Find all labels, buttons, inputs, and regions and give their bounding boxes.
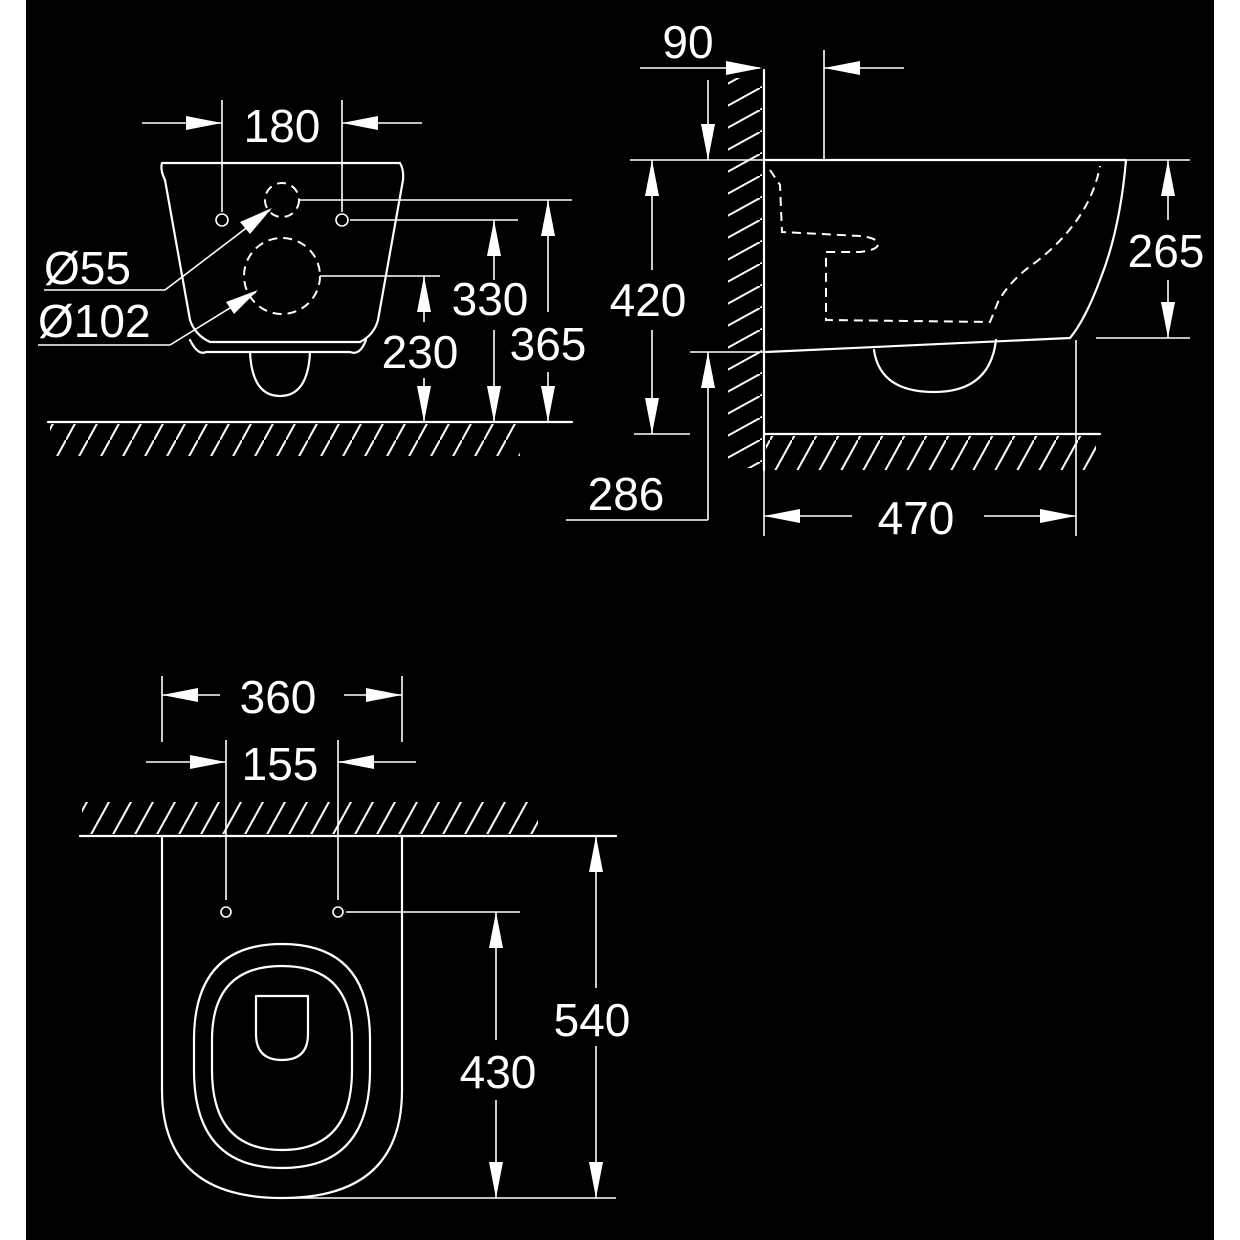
dim-230: 230 [382,326,459,378]
top-view: 360 155 430 540 [78,671,631,1200]
top-bolt-right [332,906,344,918]
side-wall-hatch [728,68,766,472]
top-bowl-outline [160,834,404,1200]
side-bowl-base [872,338,998,394]
front-bowl-outline [160,161,405,344]
top-seat-inner [210,964,354,1152]
top-seat-outline [192,942,372,1170]
outlet-large-circle [243,237,321,315]
side-floor-hatch [762,432,1102,470]
dim-155: 155 [242,738,319,790]
dim-430: 430 [460,1046,537,1098]
dim-180: 180 [244,100,321,152]
front-pedestal-lip [248,350,312,398]
front-floor-hatch [46,420,574,456]
front-bolt-left [215,213,229,227]
dim-360: 360 [240,671,317,723]
dim-330: 330 [452,273,529,325]
dim-o102: Ø102 [38,295,151,347]
front-view: 180 Ø55 Ø102 330 230 365 [38,100,586,456]
dim-365: 365 [510,318,587,370]
dim-o55: Ø55 [44,242,131,294]
top-wall-hatch [78,802,618,838]
dim-286: 286 [588,468,665,520]
side-view: 90 420 265 286 470 [566,16,1204,544]
front-bolt-right [335,213,349,227]
dim-420: 420 [610,274,687,326]
dim-540: 540 [554,994,631,1046]
top-bowl-opening [254,994,310,1062]
outlet-small-circle [264,182,300,218]
top-bolt-left [220,906,232,918]
dim-265: 265 [1128,225,1205,277]
dim-470: 470 [878,492,955,544]
side-bowl-outline [764,158,1128,354]
front-bowl-base [188,338,368,354]
technical-drawing: 180 Ø55 Ø102 330 230 365 [38,16,1204,1200]
side-trap-dashed [769,165,1101,324]
dim-90: 90 [662,16,713,68]
drawing-sheet: 180 Ø55 Ø102 330 230 365 [26,0,1214,1240]
